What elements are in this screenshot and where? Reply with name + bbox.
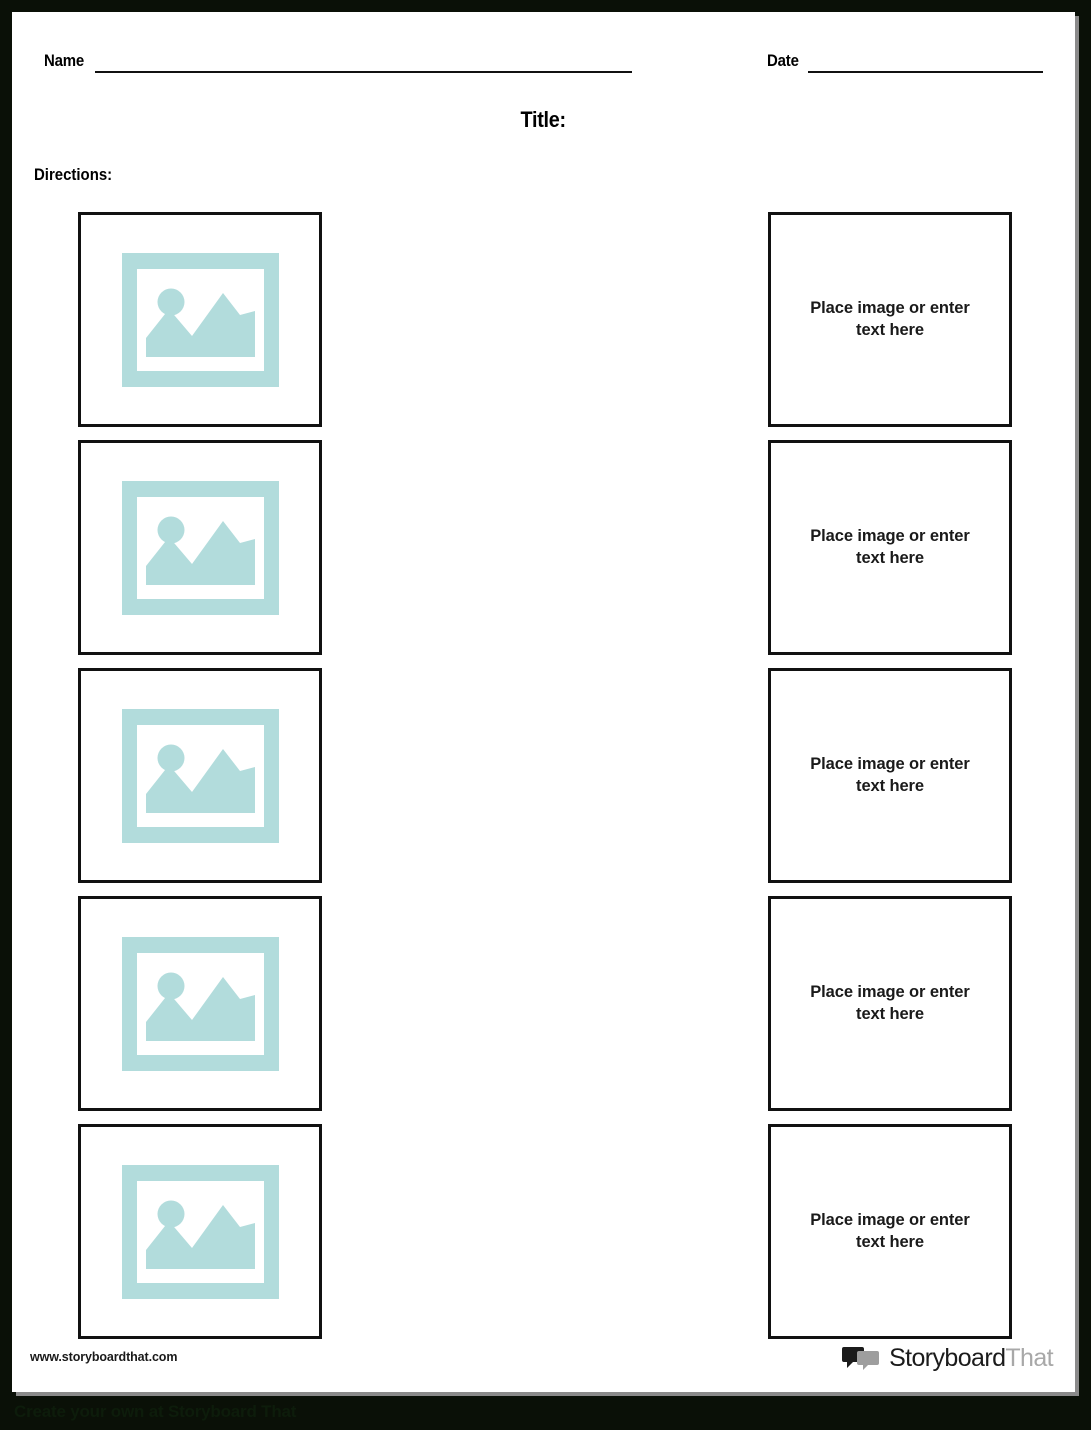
footer-url[interactable]: www.storyboardthat.com (30, 1350, 178, 1364)
worksheet-row: Place image or enter text here (12, 212, 1075, 440)
text-cell-placeholder: Place image or enter text here (810, 299, 970, 339)
image-cell[interactable] (78, 1124, 322, 1339)
worksheet-row: Place image or enter text here (12, 1124, 1075, 1352)
image-placeholder-icon (121, 480, 279, 615)
name-field[interactable]: Name (44, 52, 632, 73)
text-cell[interactable]: Place image or enter text here (768, 1124, 1012, 1339)
worksheet-row: Place image or enter text here (12, 440, 1075, 668)
text-cell-placeholder: Place image or enter text here (810, 1211, 970, 1251)
worksheet-page: Name Date Title: Directions: Place image… (12, 12, 1075, 1392)
text-cell[interactable]: Place image or enter text here (768, 668, 1012, 883)
image-cell[interactable] (78, 896, 322, 1111)
text-cell[interactable]: Place image or enter text here (768, 896, 1012, 1111)
text-cell[interactable]: Place image or enter text here (768, 212, 1012, 427)
image-placeholder-icon (121, 708, 279, 843)
bottom-caption: Create your own at Storyboard That (14, 1402, 297, 1421)
name-input-line[interactable] (94, 70, 632, 73)
logo-wordmark: StoryboardThat (889, 1344, 1054, 1372)
image-cell[interactable] (78, 668, 322, 883)
page-title[interactable]: Title: (12, 107, 1075, 133)
logo-text-primary: Storyboard (889, 1344, 1006, 1372)
name-label: Name (44, 51, 85, 70)
date-label: Date (767, 51, 799, 70)
image-cell[interactable] (78, 212, 322, 427)
speech-bubbles-icon (842, 1347, 880, 1370)
image-placeholder-icon (121, 936, 279, 1071)
image-placeholder-icon (121, 1164, 279, 1299)
storyboardthat-logo[interactable]: StoryboardThat (842, 1344, 1054, 1372)
text-cell-placeholder: Place image or enter text here (810, 755, 970, 795)
date-input-line[interactable] (808, 70, 1044, 73)
date-field[interactable]: Date (767, 51, 1044, 73)
worksheet-rows: Place image or enter text here Place ima… (12, 212, 1075, 1352)
image-placeholder-icon (121, 252, 279, 387)
text-cell-placeholder: Place image or enter text here (810, 527, 970, 567)
directions-label[interactable]: Directions: (34, 165, 123, 185)
worksheet-row: Place image or enter text here (12, 896, 1075, 1124)
logo-text-secondary: That (1005, 1344, 1053, 1372)
header-row: Name Date (12, 12, 1075, 92)
page-title-text: Title: (520, 107, 567, 132)
text-cell[interactable]: Place image or enter text here (768, 440, 1012, 655)
worksheet-row: Place image or enter text here (12, 668, 1075, 896)
directions-label-text: Directions: (34, 165, 113, 184)
text-cell-placeholder: Place image or enter text here (810, 983, 970, 1023)
image-cell[interactable] (78, 440, 322, 655)
